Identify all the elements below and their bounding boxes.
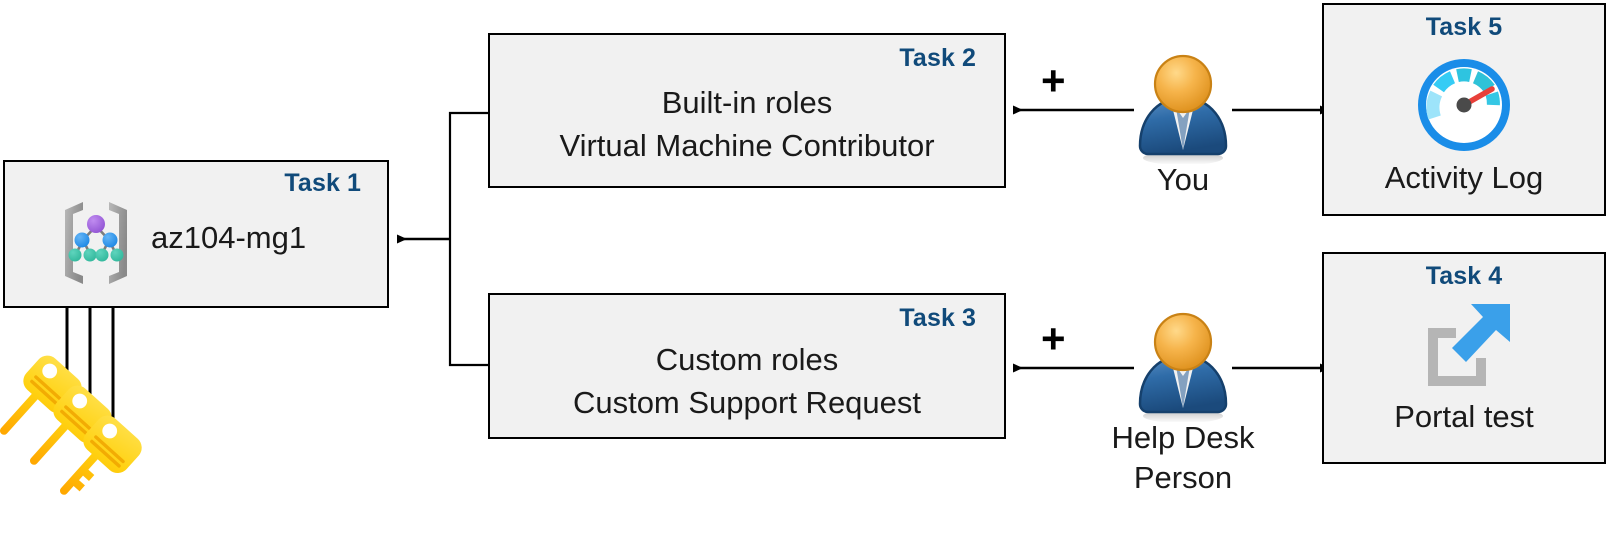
- management-group-icon: [49, 192, 143, 286]
- actor-help-desk-caption-line1: Help Desk: [1111, 420, 1255, 455]
- node-task3[interactable]: Task 3 Custom roles Custom Support Reque…: [488, 293, 1006, 439]
- task3-label: Task 3: [899, 304, 976, 332]
- actor-help-desk-caption-line2: Person: [1133, 459, 1233, 495]
- task2-line2: Virtual Machine Contributor: [559, 127, 935, 163]
- task2-line1: Built-in roles: [661, 85, 833, 120]
- task3-line2: Custom Support Request: [572, 384, 922, 420]
- task4-text: Portal test: [1394, 399, 1534, 434]
- node-task2[interactable]: Task 2 Built-in roles Virtual Machine Co…: [488, 33, 1006, 188]
- actor-you[interactable]: [1128, 52, 1238, 165]
- task4-label: Task 4: [1425, 262, 1503, 290]
- external-link-icon: [1414, 300, 1514, 392]
- node-task4[interactable]: Task 4 Portal test: [1322, 252, 1606, 464]
- actor-help-desk-person[interactable]: [1128, 310, 1238, 423]
- three-keys-icon: [0, 355, 142, 495]
- task1-label: Task 1: [284, 169, 361, 197]
- user-icon: [1138, 54, 1228, 165]
- actor-you-caption: You: [1156, 162, 1210, 197]
- connector-merge-to-task1: [397, 111, 488, 367]
- task3-line1: Custom roles: [655, 342, 839, 377]
- task5-label: Task 5: [1425, 13, 1503, 41]
- user-icon: [1138, 312, 1228, 423]
- plus-symbol-bottom: +: [1041, 315, 1066, 362]
- actor-help-desk-caption: Help Desk Person: [1088, 418, 1278, 497]
- task5-text: Activity Log: [1384, 160, 1544, 195]
- gauge-icon: [1414, 55, 1514, 155]
- task2-label: Task 2: [899, 44, 976, 72]
- task3-text-block: Custom roles Custom Support Request: [490, 339, 1004, 425]
- node-task5[interactable]: Task 5 Activity Log: [1322, 3, 1606, 216]
- node-task1[interactable]: Task 1 az104-mg1: [3, 160, 389, 308]
- task1-text: az104-mg1: [151, 220, 307, 255]
- plus-symbol-top: +: [1041, 57, 1066, 104]
- task2-text-block: Built-in roles Virtual Machine Contribut…: [490, 82, 1004, 168]
